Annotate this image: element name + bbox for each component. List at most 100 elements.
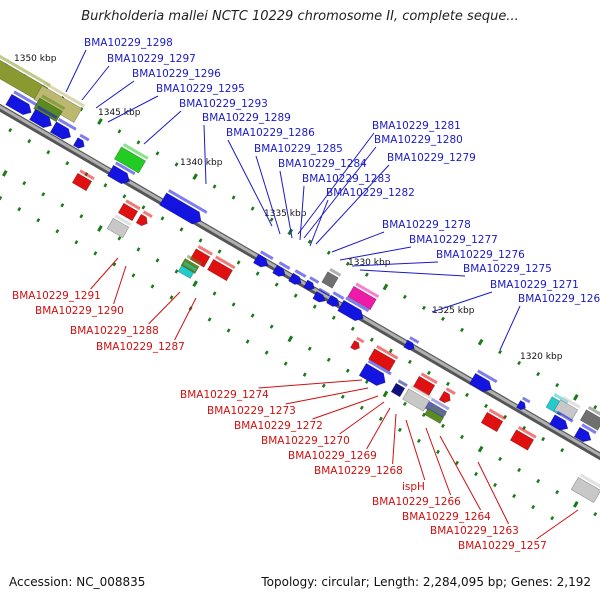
ruler-dot	[97, 118, 103, 125]
ruler-dot	[536, 478, 541, 484]
gene-block	[402, 388, 430, 412]
gene-label-top: BMA10229_1293	[179, 98, 268, 110]
ruler-dot	[217, 249, 222, 254]
ruler-dot	[460, 434, 464, 440]
gene-leader-line	[309, 199, 329, 247]
gene-label-bottom: BMA10229_1272	[234, 420, 323, 432]
gene-block	[5, 93, 32, 116]
gene-block	[207, 258, 233, 282]
gene-leader-line	[351, 261, 439, 267]
ruler-dot	[169, 295, 174, 300]
gene-label-top: BMA10229_1278	[382, 219, 471, 231]
ruler-tick-label: 1335 kbp	[264, 209, 307, 219]
ruler-dot	[474, 471, 478, 477]
gene-block-face	[318, 287, 331, 297]
gene-label-bottom: BMA10229_1270	[261, 435, 350, 447]
ruler-dot	[8, 128, 13, 133]
ruler-dot	[117, 236, 122, 241]
gene-block-face	[43, 81, 85, 108]
gene-label-top: BMA10229_1284	[278, 158, 367, 170]
gene-block-face	[13, 90, 38, 107]
gene-block-face	[397, 379, 408, 387]
gene-leader-line	[90, 257, 119, 290]
ruler-dot	[174, 162, 179, 167]
ruler-tick-label: 1350 kbp	[14, 54, 57, 64]
gene-label-top: BMA10229_1280	[374, 134, 463, 146]
ruler-dot	[250, 313, 255, 318]
gene-leader-line	[477, 461, 510, 525]
gene-block	[177, 265, 195, 279]
gene-block	[303, 279, 315, 291]
gene-leader-line	[255, 155, 281, 235]
ruler-dot	[477, 338, 484, 346]
gene-block	[159, 192, 202, 225]
ruler-dot	[103, 183, 108, 188]
ruler-dot	[560, 447, 565, 453]
gene-block	[272, 264, 286, 277]
ruler-dot	[112, 262, 117, 267]
ruler-dot	[283, 361, 288, 366]
gene-leader-line	[203, 124, 207, 185]
gene-leader-line	[425, 427, 452, 496]
gene-label-top: BMA10229_1283	[302, 173, 391, 185]
ruler-dot	[136, 140, 141, 145]
gene-block-face	[420, 372, 438, 385]
gene-label-bottom: ispH	[402, 481, 425, 493]
gene-label-top: BMA10229_1289	[202, 112, 291, 124]
ruler-dot	[350, 326, 355, 331]
gene-label-bottom: BMA10229_1291	[12, 290, 101, 302]
gene-leader-line	[405, 419, 426, 481]
ruler-dot	[572, 500, 579, 508]
ruler-dot	[446, 381, 450, 387]
gene-block-face	[197, 245, 213, 256]
ruler-dot	[245, 339, 250, 344]
gene-block	[72, 137, 85, 149]
ruler-dot	[65, 161, 70, 166]
gene-block	[29, 108, 52, 129]
ruler-dot	[192, 280, 198, 288]
ruler-dot	[307, 346, 312, 351]
gene-block-face	[329, 268, 342, 277]
gene-block-face	[356, 336, 365, 344]
gene-leader-line	[439, 435, 482, 511]
gene-label-bottom: BMA10229_1257	[458, 540, 547, 552]
gene-label-top: BMA10229_1295	[156, 83, 245, 95]
gene-label-top: BMA10229_1281	[372, 120, 461, 132]
gene-block-face	[517, 426, 537, 439]
gene-label-bottom: BMA10229_1264	[402, 511, 491, 523]
ruler-dot	[382, 283, 389, 291]
gene-block	[516, 400, 526, 411]
gene-label-top: BMA10229_1286	[226, 127, 315, 139]
ruler-dot	[555, 382, 560, 388]
gene-label-bottom: BMA10229_1287	[96, 341, 185, 353]
ruler-dot	[382, 390, 389, 398]
gene-leader-line	[81, 65, 110, 101]
gene-block-face	[410, 385, 433, 400]
ruler-dot	[41, 192, 46, 197]
ruler-dot	[536, 371, 541, 377]
ruler-dot	[27, 139, 32, 144]
gene-block	[573, 426, 592, 443]
gene-block-face	[581, 423, 597, 435]
gene-leader-line	[107, 95, 159, 123]
gene-block-face	[429, 404, 447, 417]
ruler-dot	[198, 238, 203, 243]
gene-block-face	[561, 396, 581, 409]
gene-block-face	[332, 291, 345, 300]
gene-leader-line	[366, 407, 391, 450]
ruler-dot	[179, 227, 184, 232]
ruler-dot	[122, 194, 127, 199]
gene-leader-line	[359, 269, 466, 277]
gene-block-face	[309, 276, 320, 284]
ruler-dot	[312, 304, 317, 309]
ruler-dot	[498, 349, 503, 355]
gene-block	[135, 213, 148, 227]
gene-label-bottom: BMA10229_1269	[288, 450, 377, 462]
ruler-dot	[136, 247, 141, 252]
gene-block-face	[183, 261, 197, 272]
gene-leader-line	[113, 265, 127, 305]
gene-block-face	[556, 410, 574, 423]
gene-leader-line	[143, 110, 182, 145]
gene-block-face	[186, 254, 202, 266]
gene-block	[358, 362, 386, 386]
